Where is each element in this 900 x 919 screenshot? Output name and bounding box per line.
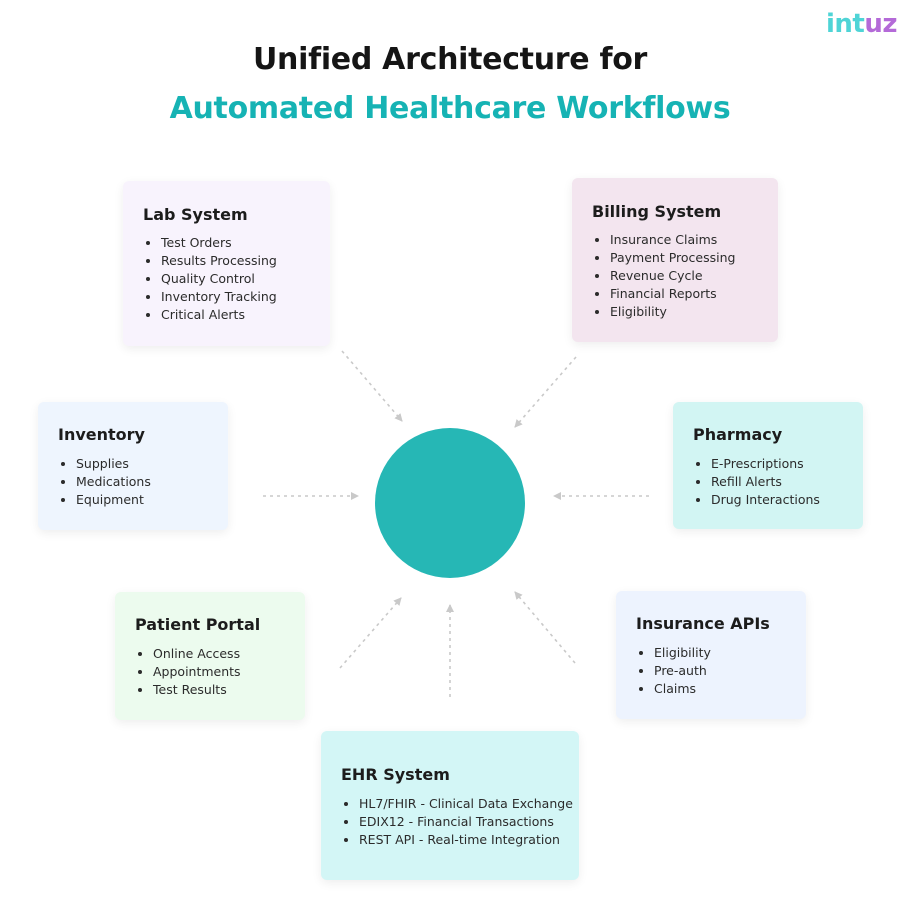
list-item: Equipment <box>58 491 151 509</box>
node-title: Insurance APIs <box>636 614 770 633</box>
list-item: Insurance Claims <box>592 231 735 249</box>
node-billing-system: Billing System Insurance Claims Payment … <box>572 178 778 342</box>
page-title-line1: Unified Architecture for <box>252 42 648 77</box>
list-item: Refill Alerts <box>693 473 820 491</box>
list-item: Supplies <box>58 455 151 473</box>
list-item: Quality Control <box>143 270 277 288</box>
node-item-list: Eligibility Pre-auth Claims <box>636 644 711 698</box>
list-item: Eligibility <box>636 644 711 662</box>
central-hub-circle <box>375 428 525 578</box>
node-title: Patient Portal <box>135 615 261 634</box>
list-item: Results Processing <box>143 252 277 270</box>
node-title: EHR System <box>341 765 450 784</box>
list-item: Online Access <box>135 645 241 663</box>
list-item: Critical Alerts <box>143 306 277 324</box>
arrow-billing-to-hub <box>514 356 577 428</box>
list-item: Revenue Cycle <box>592 267 735 285</box>
node-item-list: Supplies Medications Equipment <box>58 455 151 509</box>
list-item: REST API - Real-time Integration <box>341 831 573 849</box>
arrow-insurance-to-hub <box>514 591 576 664</box>
node-item-list: Test Orders Results Processing Quality C… <box>143 234 277 324</box>
node-title: Pharmacy <box>693 425 783 444</box>
node-title: Billing System <box>592 202 722 221</box>
node-item-list: Insurance Claims Payment Processing Reve… <box>592 231 735 321</box>
list-item: Medications <box>58 473 151 491</box>
logo-text-part1: int <box>826 9 865 39</box>
list-item: Appointments <box>135 663 241 681</box>
list-item: Claims <box>636 680 711 698</box>
list-item: Inventory Tracking <box>143 288 277 306</box>
brand-logo: intuz <box>826 8 898 40</box>
logo-text-part2: uz <box>864 9 898 39</box>
list-item: HL7/FHIR - Clinical Data Exchange <box>341 795 573 813</box>
list-item: Test Results <box>135 681 241 699</box>
arrow-portal-to-hub <box>339 597 402 669</box>
list-item: EDIX12 - Financial Transactions <box>341 813 573 831</box>
list-item: Pre-auth <box>636 662 711 680</box>
node-item-list: HL7/FHIR - Clinical Data Exchange EDIX12… <box>341 795 573 849</box>
list-item: Eligibility <box>592 303 735 321</box>
list-item: Test Orders <box>143 234 277 252</box>
node-inventory: Inventory Supplies Medications Equipment <box>38 402 228 530</box>
node-title: Inventory <box>58 425 145 444</box>
node-pharmacy: Pharmacy E-Prescriptions Refill Alerts D… <box>673 402 863 529</box>
node-patient-portal: Patient Portal Online Access Appointment… <box>115 592 305 720</box>
list-item: E-Prescriptions <box>693 455 820 473</box>
node-item-list: Online Access Appointments Test Results <box>135 645 241 699</box>
node-insurance-apis: Insurance APIs Eligibility Pre-auth Clai… <box>616 591 806 719</box>
list-item: Drug Interactions <box>693 491 820 509</box>
node-item-list: E-Prescriptions Refill Alerts Drug Inter… <box>693 455 820 509</box>
arrow-lab-to-hub <box>341 350 403 422</box>
page-title-line2: Automated Healthcare Workflows <box>169 91 731 126</box>
node-lab-system: Lab System Test Orders Results Processin… <box>123 181 330 346</box>
node-ehr-system: EHR System HL7/FHIR - Clinical Data Exch… <box>321 731 579 880</box>
list-item: Payment Processing <box>592 249 735 267</box>
list-item: Financial Reports <box>592 285 735 303</box>
node-title: Lab System <box>143 205 248 224</box>
